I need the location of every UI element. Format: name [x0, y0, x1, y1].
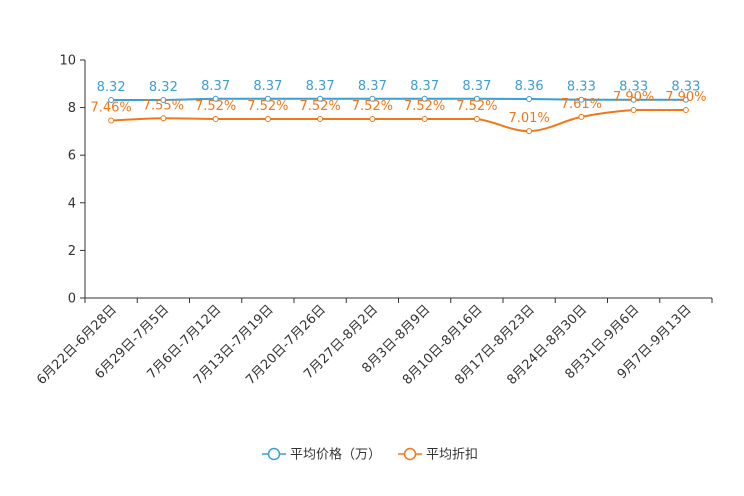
series-2-data-label: 7.52%: [195, 99, 236, 114]
y-tick-label: 8: [68, 101, 76, 116]
series-2-point: [473, 116, 480, 123]
series-1-data-label: 8.33: [567, 80, 596, 95]
legend-item-2[interactable]: 平均折扣: [398, 448, 478, 463]
series-1-point: [421, 95, 428, 102]
series-2-data-label: 7.52%: [352, 99, 393, 114]
series-1-data-label: 8.32: [97, 80, 126, 95]
series-1-point: [578, 96, 585, 103]
series-1-data-label: 8.37: [253, 79, 282, 94]
series-2-point: [578, 113, 585, 120]
series-2-point: [264, 116, 271, 123]
series-1-point: [212, 95, 219, 102]
series-1-point: [369, 95, 376, 102]
y-tick-label: 10: [59, 54, 76, 69]
series-2-data-label: 7.55%: [143, 98, 184, 113]
series-2-data-label: 7.52%: [456, 99, 497, 114]
series-1-point: [526, 96, 533, 103]
series-2-data-label: 7.52%: [299, 99, 340, 114]
y-axis: 0 2 4 6 8 10: [59, 54, 86, 307]
series-1-data-label: 8.36: [515, 79, 544, 94]
series-2-data-label: 7.46%: [90, 100, 131, 115]
series-layer: [108, 95, 689, 135]
legend-circle-icon: [267, 447, 281, 461]
legend-label: 平均价格（万）: [290, 447, 381, 463]
series-1: [108, 95, 689, 103]
series-2-data-label: 7.01%: [508, 111, 549, 126]
series-2-data-label: 7.52%: [247, 99, 288, 114]
y-tick-label: 0: [68, 292, 76, 307]
series-2: [108, 106, 689, 135]
series-1-point: [682, 96, 689, 103]
series-2-point: [317, 116, 324, 123]
legend-label: 平均折扣: [426, 448, 478, 463]
series-1-point: [160, 96, 167, 103]
series-2-point: [212, 116, 219, 123]
series-2-data-label: 7.90%: [613, 90, 654, 105]
series-1-data-label: 8.37: [358, 79, 387, 94]
series-2-point: [526, 128, 533, 135]
series-1-data-label: 8.32: [149, 80, 178, 95]
y-tick-label: 2: [68, 244, 76, 259]
series-1-point: [473, 95, 480, 102]
series-1-point: [264, 95, 271, 102]
series-2-data-label: 7.90%: [665, 90, 706, 105]
series-1-line: [111, 97, 686, 101]
series-1-point: [108, 96, 115, 103]
series-1-data-label: 8.33: [671, 80, 700, 95]
series-1-data-label: 8.33: [619, 80, 648, 95]
series-1-data-label: 8.37: [410, 79, 439, 94]
legend-circle-icon: [403, 447, 417, 461]
series-2-data-label: 7.52%: [404, 99, 445, 114]
legend-item-1[interactable]: 平均价格（万）: [262, 447, 381, 463]
series-2-point: [630, 106, 637, 113]
series-2-point: [682, 106, 689, 113]
data-labels: 8.32 8.32 8.37 8.37 8.37 8.37 8.37 8.37 8.36 8.33…: [90, 79, 706, 126]
y-tick-label: 6: [68, 149, 76, 164]
series-1-data-label: 8.37: [462, 79, 491, 94]
series-2-data-label: 7.61%: [561, 97, 602, 112]
series-1-point: [630, 96, 637, 103]
legend[interactable]: 平均价格（万） 平均折扣: [262, 447, 478, 463]
series-1-data-label: 8.37: [306, 79, 335, 94]
series-2-point: [108, 117, 115, 124]
series-2-point: [421, 116, 428, 123]
x-axis: 6月22日-6月28日6月29日-7月5日7月6日-7月12日7月13日-7月1…: [34, 297, 713, 388]
series-2-point: [369, 116, 376, 123]
series-1-point: [317, 95, 324, 102]
y-tick-label: 4: [68, 196, 76, 211]
series-2-point: [160, 115, 167, 122]
series-2-line: [111, 108, 686, 133]
series-1-data-label: 8.37: [201, 79, 230, 94]
